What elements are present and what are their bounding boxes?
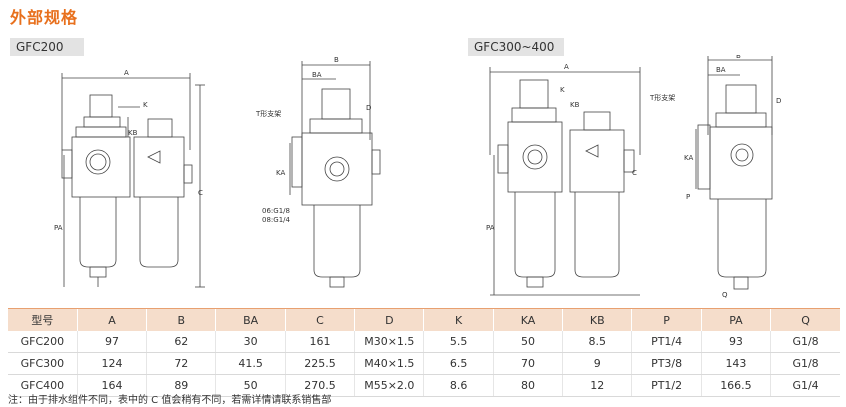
- table-cell: 143: [700, 352, 771, 375]
- table-cell: G1/8: [770, 352, 840, 375]
- col-header: PA: [700, 308, 771, 331]
- table-cell: 161: [284, 331, 355, 353]
- dim-label-d-300: D: [776, 97, 781, 105]
- dim-label-ba-300: BA: [716, 66, 726, 74]
- technical-drawings: A K KB C PA B BA D KA T形支架 06:G1/8 08:G1…: [54, 55, 781, 299]
- dim-label-pa: PA: [54, 224, 63, 232]
- table-cell: 93: [700, 331, 771, 353]
- table-row: GFC200 97 62 30 161 M30×1.5 5.5 50 8.5 P…: [8, 331, 840, 353]
- table-cell: GFC200: [8, 331, 78, 353]
- col-header: BA: [215, 308, 286, 331]
- table-cell: 270.5: [284, 374, 355, 397]
- table-cell: PT1/4: [631, 331, 702, 353]
- table-cell: GFC300: [8, 352, 78, 375]
- table-cell: 9: [562, 352, 632, 375]
- col-header: P: [631, 308, 702, 331]
- col-header: KA: [492, 308, 563, 331]
- table-cell: PT1/2: [631, 374, 702, 397]
- col-header: K: [423, 308, 494, 331]
- gfc300-side-drawing: [695, 56, 773, 290]
- footnote: 注：由于排水组件不同，表中的 C 值会稍有不同，若需详情请联系销售部: [8, 395, 332, 406]
- gfc200-front-drawing: [61, 73, 205, 288]
- table-cell: 5.5: [423, 331, 494, 353]
- port-label-1: 06:G1/8: [262, 207, 290, 215]
- dim-label-b-200: B: [334, 56, 339, 64]
- table-cell: 70: [492, 352, 563, 375]
- dim-label-d-200: D: [366, 104, 371, 112]
- table-cell: 30: [215, 331, 286, 353]
- col-header: 型号: [8, 308, 78, 331]
- dim-label-k-300: K: [560, 86, 565, 94]
- table-cell: 50: [215, 374, 286, 397]
- table-cell: 12: [562, 374, 632, 397]
- col-header: C: [284, 308, 355, 331]
- table-cell: 8.6: [423, 374, 494, 397]
- table-row: GFC300 124 72 41.5 225.5 M40×1.5 6.5 70 …: [8, 352, 840, 375]
- table-cell: 164: [76, 374, 147, 397]
- gfc200-side-drawing: [289, 61, 381, 288]
- dim-label-a-300: A: [564, 63, 569, 71]
- table-row: GFC400 164 89 50 270.5 M55×2.0 8.6 80 12…: [8, 374, 840, 397]
- table-cell: 72: [146, 352, 216, 375]
- bracket-label-300: T形支架: [649, 93, 675, 102]
- table-cell: M55×2.0: [354, 374, 424, 397]
- table-cell: GFC400: [8, 374, 78, 397]
- dim-label-ba-200: BA: [312, 71, 322, 79]
- col-header: D: [354, 308, 424, 331]
- table-cell: 166.5: [700, 374, 771, 397]
- table-cell: 80: [492, 374, 563, 397]
- bracket-label-200: T形支架: [255, 109, 281, 118]
- table-cell: M30×1.5: [354, 331, 424, 353]
- dim-label-kb: KB: [128, 129, 138, 137]
- table-cell: 6.5: [423, 352, 494, 375]
- table-cell: 50: [492, 331, 563, 353]
- dim-label-ka-200: KA: [276, 169, 285, 177]
- table-cell: G1/4: [770, 374, 840, 397]
- dim-label-c: C: [198, 189, 203, 197]
- dim-label-a: A: [124, 69, 129, 77]
- col-header: B: [146, 308, 216, 331]
- dim-label-p: P: [686, 193, 690, 201]
- page-title: 外部规格: [10, 8, 79, 27]
- dim-label-k: K: [143, 101, 148, 109]
- col-header: A: [76, 308, 147, 331]
- table-cell: PT3/8: [631, 352, 702, 375]
- table-cell: 8.5: [562, 331, 632, 353]
- table-cell: 62: [146, 331, 216, 353]
- table-cell: M40×1.5: [354, 352, 424, 375]
- spec-table: 型号 A B BA C D K KA KB P PA Q GFC200 97 6…: [8, 308, 840, 397]
- gfc300-front-drawing: [489, 67, 641, 296]
- table-header-row: 型号 A B BA C D K KA KB P PA Q: [8, 308, 840, 331]
- section-tag-gfc300-400: GFC300~400: [468, 38, 564, 56]
- dim-label-pa-300: PA: [486, 224, 495, 232]
- col-header: KB: [562, 308, 632, 331]
- table-cell: 97: [76, 331, 147, 353]
- table-cell: G1/8: [770, 331, 840, 353]
- dim-label-b-300: B: [736, 55, 741, 60]
- table-cell: 41.5: [215, 352, 286, 375]
- table-cell: 124: [76, 352, 147, 375]
- port-label-2: 08:G1/4: [262, 216, 291, 224]
- dim-label-q: Q: [722, 291, 728, 299]
- dim-label-kb-300: KB: [570, 101, 580, 109]
- dim-label-c-300: C: [632, 169, 637, 177]
- table-cell: 89: [146, 374, 216, 397]
- dim-label-ka-300: KA: [684, 154, 693, 162]
- table-cell: 225.5: [284, 352, 355, 375]
- section-tag-gfc200: GFC200: [10, 38, 84, 56]
- col-header: Q: [770, 308, 840, 331]
